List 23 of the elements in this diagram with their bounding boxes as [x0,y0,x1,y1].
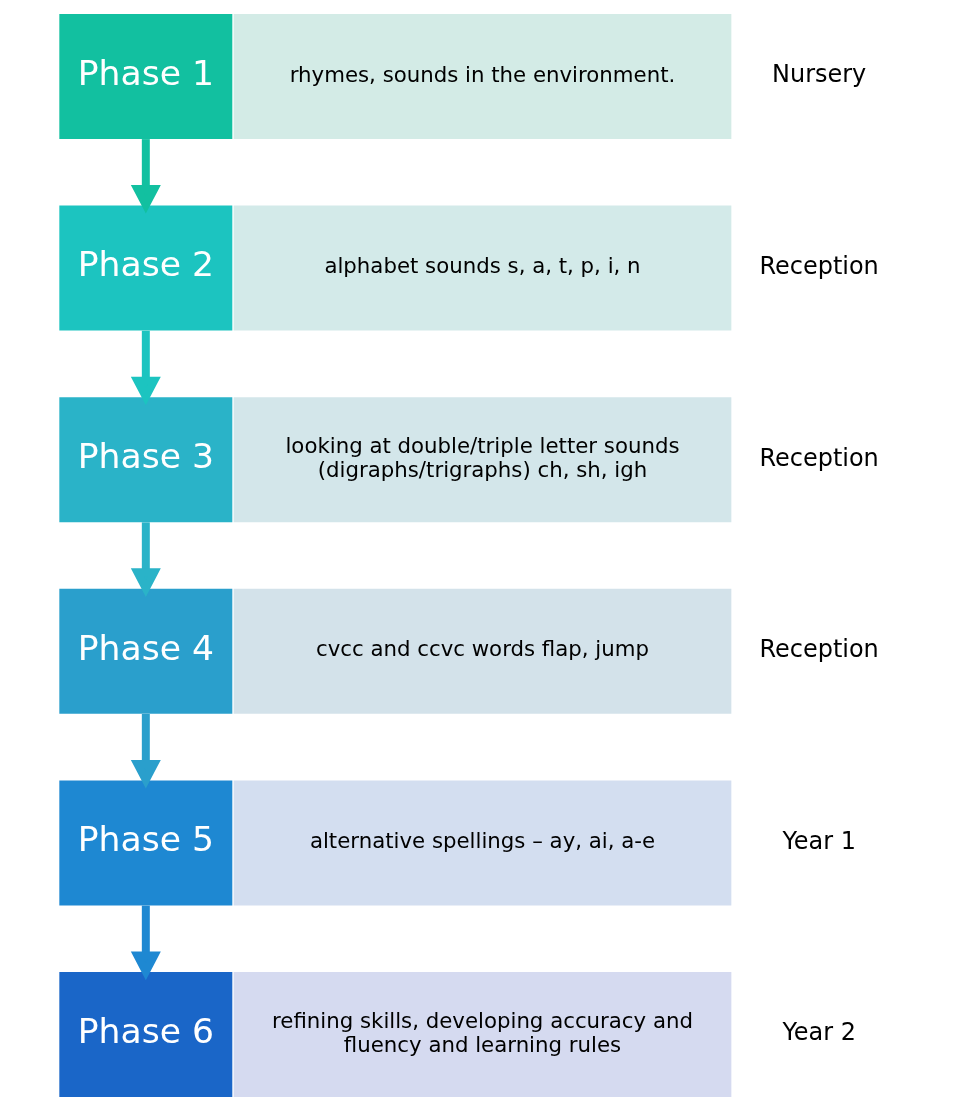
node-label: Year 1 [781,826,856,855]
arrow [130,522,161,597]
node-box: alphabet sounds s, a, t, p, i, n [233,205,731,331]
arrow [130,905,161,981]
node-box: alternative spellings – ay, ai, a-e [233,780,731,906]
node-box: Phase 1 [58,13,232,139]
node-label: Nursery [771,60,866,89]
arrow [130,139,161,214]
node-box: Phase 6 [58,972,232,1098]
node-label: Year 2 [781,1018,856,1047]
node-box: refining skills, developing accuracy and fluency and learning rules [233,972,731,1098]
node-box: Phase 2 [58,205,232,331]
node-box: looking at double/triple letter sounds (digraphs/trigraphs) ch, sh, igh [233,397,731,523]
node-box: Phase 3 [58,397,232,523]
node-box: rhymes, sounds in the environment. [233,13,731,139]
node-box: Phase 5 [58,780,232,906]
node-box: cvcc and ccvc words flap, jump [233,588,731,714]
node-label: Reception [759,443,879,472]
node-label: Reception [759,635,879,664]
arrow [130,714,161,789]
node-box: Phase 4 [58,588,232,714]
node-label: Reception [759,251,879,280]
arrow [130,330,161,406]
